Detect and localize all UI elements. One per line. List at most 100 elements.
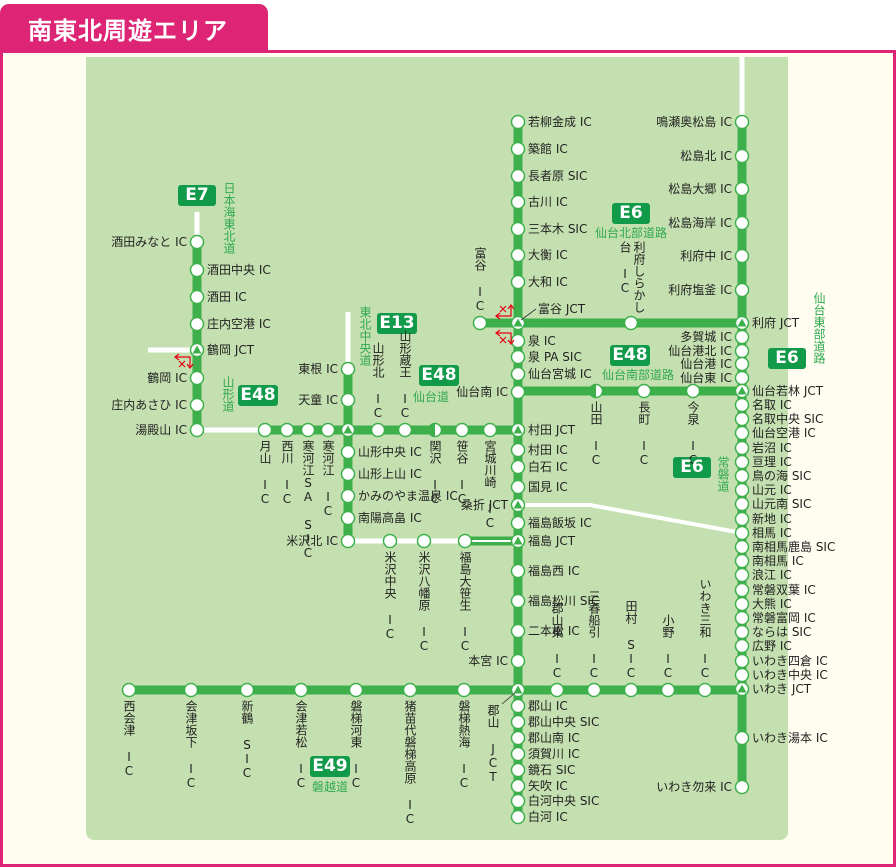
interchange-node[interactable] xyxy=(734,329,750,345)
interchange-node[interactable] xyxy=(457,533,473,549)
interchange-node[interactable] xyxy=(340,510,356,526)
interchange-node[interactable] xyxy=(734,482,750,498)
interchange-node[interactable] xyxy=(734,539,750,555)
junction-node[interactable] xyxy=(734,383,750,399)
interchange-node[interactable] xyxy=(734,397,750,413)
interchange-node[interactable] xyxy=(734,468,750,484)
interchange-node[interactable] xyxy=(482,422,498,438)
interchange-node[interactable] xyxy=(588,383,604,399)
interchange-node[interactable] xyxy=(623,315,639,331)
interchange-node[interactable] xyxy=(189,316,205,332)
interchange-node[interactable] xyxy=(734,511,750,527)
interchange-node[interactable] xyxy=(734,215,750,231)
interchange-node[interactable] xyxy=(510,274,526,290)
junction-node[interactable] xyxy=(510,497,526,513)
interchange-node[interactable] xyxy=(734,653,750,669)
interchange-node[interactable] xyxy=(685,383,701,399)
interchange-node[interactable] xyxy=(510,349,526,365)
interchange-node[interactable] xyxy=(189,397,205,413)
interchange-node[interactable] xyxy=(510,714,526,730)
interchange-node[interactable] xyxy=(510,762,526,778)
interchange-node[interactable] xyxy=(734,282,750,298)
interchange-node[interactable] xyxy=(510,168,526,184)
interchange-node[interactable] xyxy=(510,730,526,746)
interchange-node[interactable] xyxy=(510,809,526,825)
interchange-node[interactable] xyxy=(697,682,713,698)
interchange-node[interactable] xyxy=(348,682,364,698)
interchange-node[interactable] xyxy=(510,479,526,495)
interchange-node[interactable] xyxy=(402,682,418,698)
interchange-node[interactable] xyxy=(340,361,356,377)
interchange-node[interactable] xyxy=(734,114,750,130)
interchange-node[interactable] xyxy=(427,422,443,438)
interchange-node[interactable] xyxy=(510,384,526,400)
interchange-node[interactable] xyxy=(734,567,750,583)
interchange-node[interactable] xyxy=(382,533,398,549)
interchange-node[interactable] xyxy=(734,525,750,541)
interchange-node[interactable] xyxy=(370,422,386,438)
interchange-node[interactable] xyxy=(340,444,356,460)
interchange-node[interactable] xyxy=(340,488,356,504)
interchange-node[interactable] xyxy=(734,610,750,626)
interchange-node[interactable] xyxy=(636,383,652,399)
interchange-node[interactable] xyxy=(510,623,526,639)
interchange-node[interactable] xyxy=(510,221,526,237)
interchange-node[interactable] xyxy=(510,563,526,579)
interchange-node[interactable] xyxy=(189,234,205,250)
interchange-node[interactable] xyxy=(510,459,526,475)
interchange-node[interactable] xyxy=(510,442,526,458)
interchange-node[interactable] xyxy=(734,411,750,427)
interchange-node[interactable] xyxy=(734,779,750,795)
interchange-node[interactable] xyxy=(586,682,602,698)
junction-node[interactable] xyxy=(189,342,205,358)
interchange-node[interactable] xyxy=(734,638,750,654)
interchange-node[interactable] xyxy=(340,533,356,549)
interchange-node[interactable] xyxy=(510,746,526,762)
interchange-node[interactable] xyxy=(189,289,205,305)
interchange-node[interactable] xyxy=(734,596,750,612)
interchange-node[interactable] xyxy=(189,422,205,438)
junction-node[interactable] xyxy=(510,533,526,549)
interchange-node[interactable] xyxy=(734,181,750,197)
interchange-node[interactable] xyxy=(623,682,639,698)
interchange-node[interactable] xyxy=(734,248,750,264)
interchange-node[interactable] xyxy=(121,682,137,698)
interchange-node[interactable] xyxy=(257,422,273,438)
interchange-node[interactable] xyxy=(456,682,472,698)
interchange-node[interactable] xyxy=(734,454,750,470)
interchange-node[interactable] xyxy=(340,392,356,408)
interchange-node[interactable] xyxy=(340,466,356,482)
interchange-node[interactable] xyxy=(660,682,676,698)
interchange-node[interactable] xyxy=(510,793,526,809)
junction-node[interactable] xyxy=(510,422,526,438)
interchange-node[interactable] xyxy=(320,422,336,438)
interchange-node[interactable] xyxy=(734,148,750,164)
junction-node[interactable] xyxy=(734,315,750,331)
interchange-node[interactable] xyxy=(472,315,488,331)
interchange-node[interactable] xyxy=(300,422,316,438)
interchange-node[interactable] xyxy=(734,582,750,598)
interchange-node[interactable] xyxy=(510,194,526,210)
interchange-node[interactable] xyxy=(397,422,413,438)
interchange-node[interactable] xyxy=(189,370,205,386)
interchange-node[interactable] xyxy=(510,141,526,157)
interchange-node[interactable] xyxy=(734,425,750,441)
interchange-node[interactable] xyxy=(510,515,526,531)
interchange-node[interactable] xyxy=(416,533,432,549)
interchange-node[interactable] xyxy=(239,682,255,698)
interchange-node[interactable] xyxy=(510,653,526,669)
interchange-node[interactable] xyxy=(510,247,526,263)
interchange-node[interactable] xyxy=(734,496,750,512)
interchange-node[interactable] xyxy=(510,778,526,794)
interchange-node[interactable] xyxy=(549,682,565,698)
interchange-node[interactable] xyxy=(734,667,750,683)
interchange-node[interactable] xyxy=(183,682,199,698)
interchange-node[interactable] xyxy=(734,553,750,569)
interchange-node[interactable] xyxy=(189,262,205,278)
interchange-node[interactable] xyxy=(734,440,750,456)
interchange-node[interactable] xyxy=(279,422,295,438)
interchange-node[interactable] xyxy=(510,114,526,130)
interchange-node[interactable] xyxy=(510,593,526,609)
interchange-node[interactable] xyxy=(293,682,309,698)
interchange-node[interactable] xyxy=(510,366,526,382)
